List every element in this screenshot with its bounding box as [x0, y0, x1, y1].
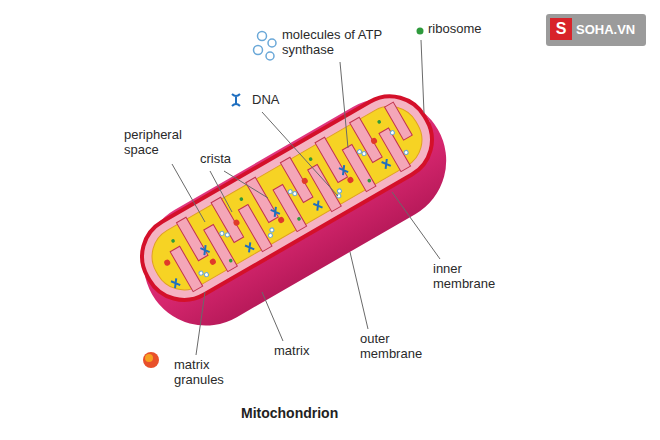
diagram-title: Mitochondrion: [241, 405, 338, 421]
part-label: ribosome: [428, 22, 481, 37]
ribosome-icon: [417, 28, 424, 35]
part-label: peripheral space: [124, 128, 202, 158]
mitochondrion-body: [121, 76, 469, 348]
part-label: inner membrane: [433, 262, 505, 292]
atp-synthase-icon: [254, 32, 277, 61]
matrix-granule-icon: [143, 352, 159, 368]
part-label: DNA: [252, 93, 279, 108]
leader-lines: [172, 40, 440, 355]
logo-square: [550, 18, 572, 40]
logo-letter: S: [550, 18, 572, 40]
watermark-text: SOHA.VN: [576, 23, 635, 38]
watermark-box: [546, 14, 646, 46]
part-label: outer membrane: [360, 332, 432, 362]
part-label: matrix granules: [174, 358, 238, 388]
part-label: matrix: [274, 344, 309, 359]
part-label: molecules of ATP synthase: [282, 28, 392, 58]
dna-icon: [232, 94, 240, 106]
part-label: crista: [200, 152, 231, 167]
